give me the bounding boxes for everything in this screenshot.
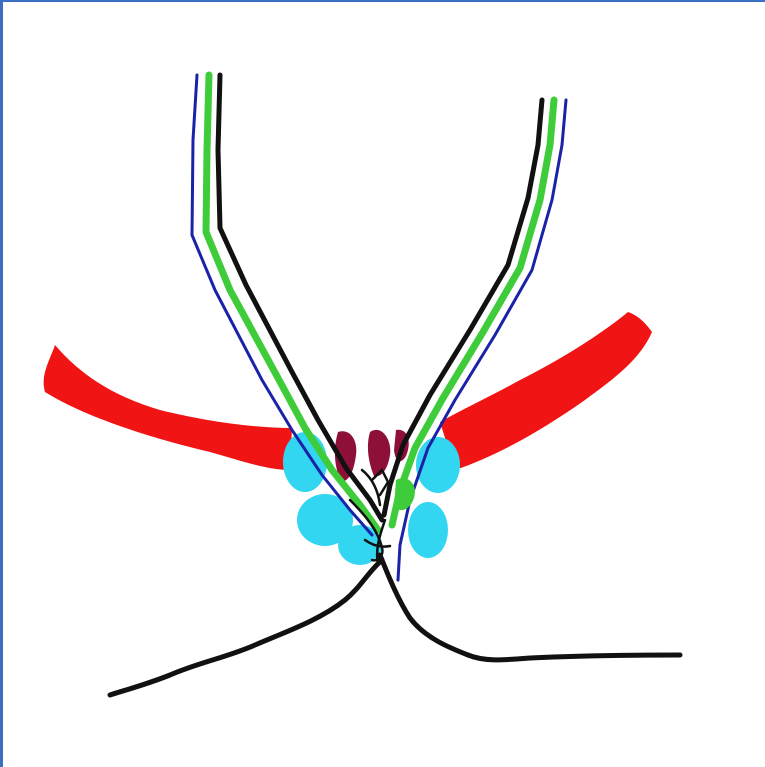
legs (110, 555, 680, 695)
cyan-blob-upper-left (283, 432, 327, 492)
left-leg-line (110, 560, 382, 695)
right-arm (384, 100, 566, 580)
cyan-blob-lower-right (408, 502, 448, 558)
maroon-mark-center (368, 430, 390, 476)
right-leg-line (380, 555, 680, 660)
right-red-band (440, 312, 652, 470)
center-green-patch (394, 478, 415, 510)
